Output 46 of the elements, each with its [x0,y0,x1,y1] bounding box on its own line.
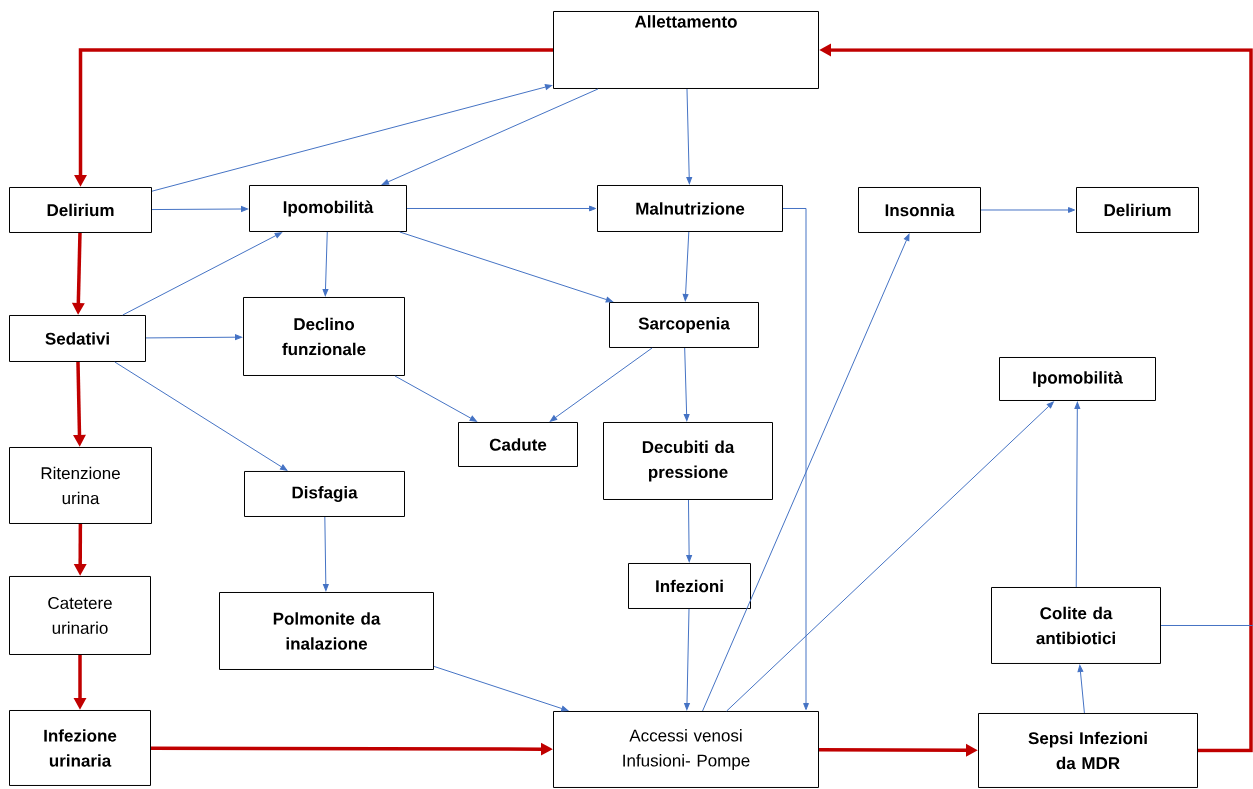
arrow [145,334,243,341]
box: Delirium [9,187,152,233]
box: Polmonite da inalazione [219,592,434,670]
arrow [686,499,693,563]
box: Ipomobilità [249,185,407,232]
box: Accessi venosi Infusioni- Pompe [553,711,819,788]
arrow [394,375,477,422]
box: Disfagia [244,471,405,517]
arrow [682,231,690,302]
arrow [122,232,282,316]
box: Delirium [1076,187,1199,233]
arrow [702,233,910,712]
box: Malnutrizione [597,185,783,232]
box: Insonnia [858,187,981,233]
box: Infezione urinaria [9,710,151,786]
arrow [980,207,1076,213]
arrow [1074,401,1081,588]
box: Infezioni [628,563,751,609]
arrow [683,347,690,422]
box: Catetere urinario [9,576,151,655]
box: Sarcopenia [609,302,759,348]
box: Ipomobilità [999,357,1156,401]
arrow [406,205,597,212]
arrow [151,84,553,192]
arrow [322,231,329,297]
box: Declino funzionale [243,297,405,376]
box: Ritenzione urina [9,447,152,524]
box: Cadute [458,422,578,467]
arrow [726,401,1054,712]
arrow [322,516,329,592]
arrow [151,206,249,212]
arrow [686,88,693,185]
box: Colite da antibiotici [991,587,1161,664]
box: Decubiti da pressione [603,422,773,500]
arrow [399,231,613,303]
arrow [114,361,288,471]
arrow [782,208,809,711]
arrow [433,665,569,712]
arrow [1077,664,1085,714]
box: Sepsi Infezioni da MDR [978,713,1198,788]
arrow [549,347,653,422]
arrow [381,88,599,185]
box: Sedativi [9,315,146,362]
connector-line [1160,625,1253,626]
box: Allettamento [553,11,819,89]
arrow [684,608,690,711]
